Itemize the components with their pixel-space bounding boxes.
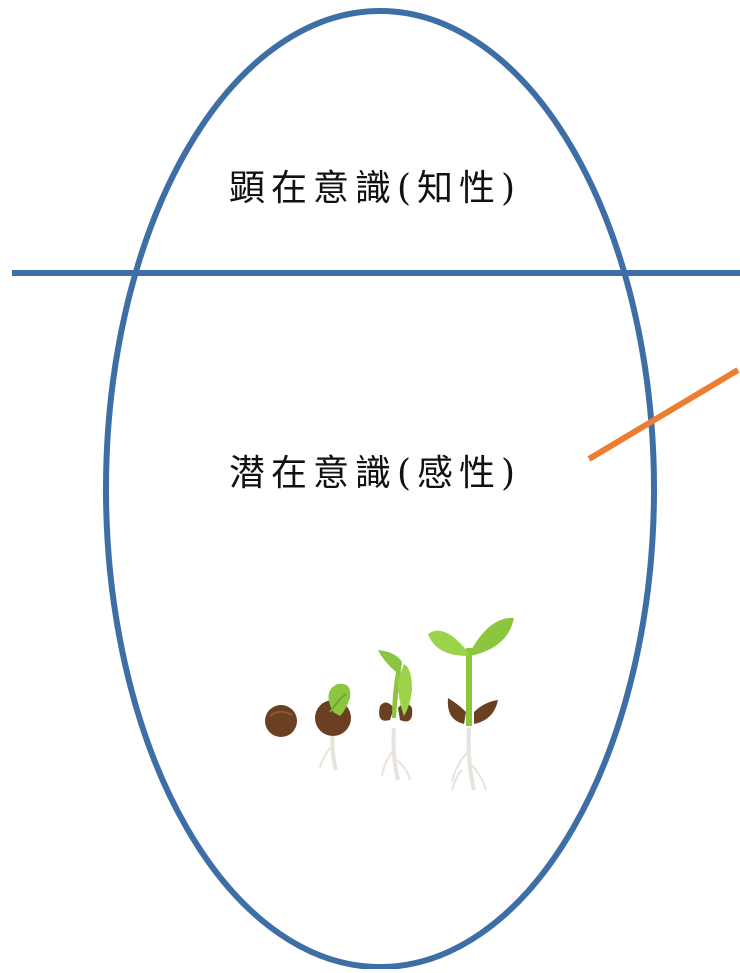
seed-stage-3 — [378, 650, 413, 781]
seed-stage-4 — [428, 617, 514, 791]
conscious-mind-label: 顕在意識(知性) — [228, 168, 522, 209]
consciousness-ellipse — [103, 8, 657, 970]
seed-stage-1 — [265, 705, 297, 737]
seed-germination-illustration — [265, 617, 514, 791]
seed-stage-2 — [315, 683, 351, 771]
pointer-line — [587, 367, 740, 462]
subconscious-mind-label: 潜在意識(感性) — [228, 453, 522, 494]
